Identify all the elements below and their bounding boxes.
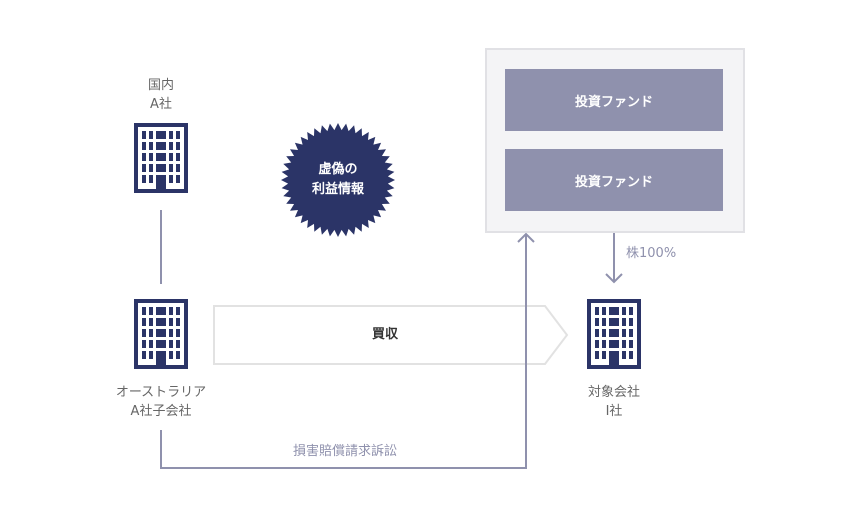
domestic-company-label: 国内 A社 bbox=[121, 76, 201, 114]
label-line: A社子会社 bbox=[130, 404, 192, 419]
share-label: 株100% bbox=[626, 246, 677, 261]
label-line: I社 bbox=[605, 404, 623, 419]
label-line: 利益情報 bbox=[311, 182, 364, 197]
false-profit-info-text: 虚偽の 利益情報 bbox=[288, 160, 388, 200]
label-line: A社 bbox=[150, 97, 172, 112]
lawsuit-label: 損害賠償請求訴訟 bbox=[292, 444, 397, 459]
target-company-label: 対象会社 I社 bbox=[564, 383, 664, 421]
investment-fund: 投資ファンド bbox=[505, 69, 723, 131]
label-line: 虚偽の bbox=[318, 162, 358, 177]
investment-funds-group: 投資ファンド 投資ファンド bbox=[485, 48, 745, 233]
label-line: オーストラリア bbox=[115, 385, 207, 400]
acquisition-label: 買収 bbox=[371, 327, 398, 342]
label-line: 国内 bbox=[147, 78, 174, 93]
lawsuit-line bbox=[160, 234, 527, 469]
starburst-badge bbox=[281, 123, 395, 237]
acquisition-arrow bbox=[213, 305, 569, 365]
building-icon bbox=[587, 299, 641, 369]
lawsuit-arrowhead bbox=[517, 232, 535, 243]
investment-fund: 投資ファンド bbox=[505, 149, 723, 211]
building-icon bbox=[134, 299, 188, 369]
share-arrowhead bbox=[605, 273, 623, 284]
building-icon bbox=[134, 123, 188, 193]
label-line: 対象会社 bbox=[587, 385, 640, 400]
australia-subsidiary-label: オーストラリア A社子会社 bbox=[96, 383, 226, 421]
